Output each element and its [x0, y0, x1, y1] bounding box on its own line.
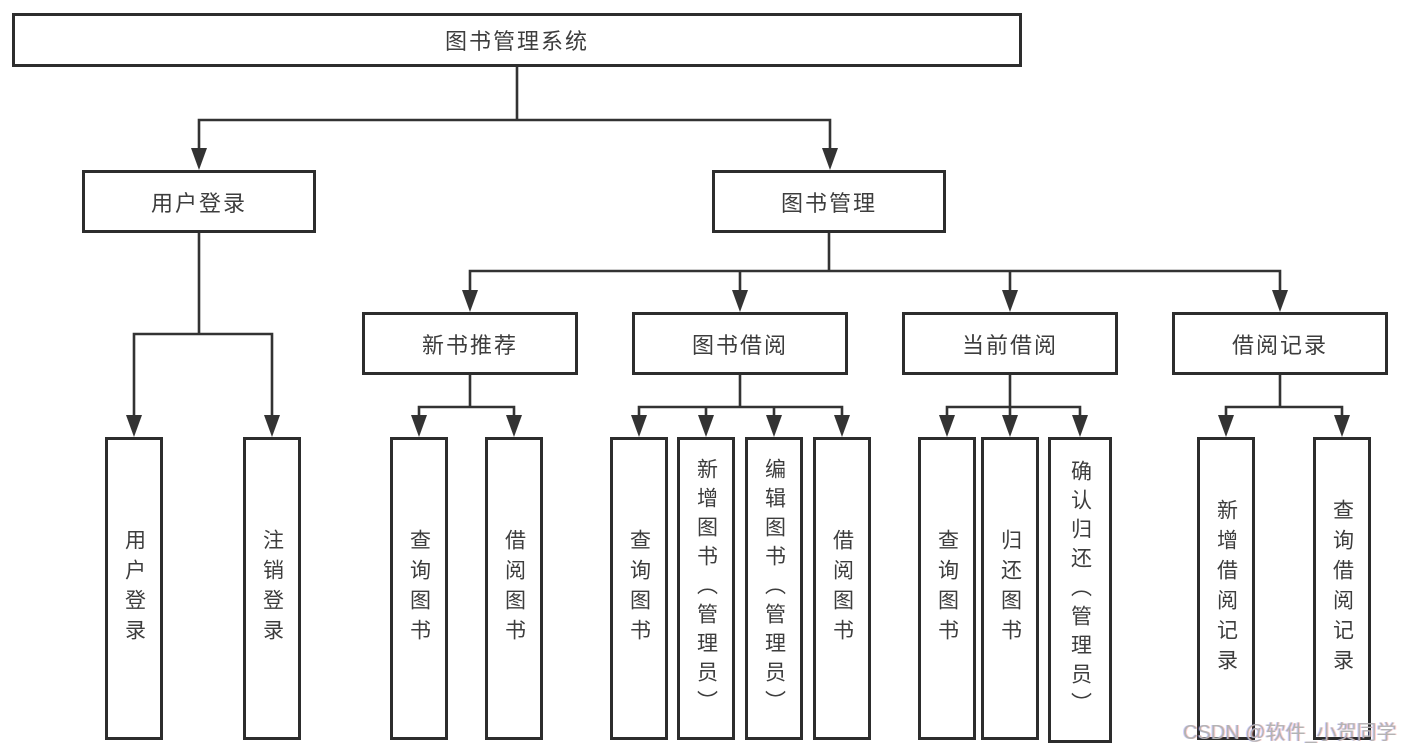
node-user-login: 用户登录	[82, 170, 316, 233]
leaf-query-books-borrow-label: 查询图书	[627, 528, 651, 649]
leaf-user-login: 用户登录	[105, 437, 163, 740]
node-current-borrow: 当前借阅	[902, 312, 1118, 375]
node-current-borrow-label: 当前借阅	[961, 332, 1058, 358]
node-borrow-records: 借阅记录	[1172, 312, 1388, 375]
leaf-borrow-books-recommend-label: 借阅图书	[502, 528, 526, 649]
node-user-login-label: 用户登录	[150, 190, 247, 216]
leaf-add-borrow-record: 新增借阅记录	[1197, 437, 1255, 740]
node-borrow-records-label: 借阅记录	[1231, 332, 1328, 358]
node-book-management-label: 图书管理	[780, 190, 877, 216]
connector-borrow-records-children	[1218, 375, 1350, 437]
node-book-borrow: 图书借阅	[632, 312, 848, 375]
connector-root-to-level2	[191, 67, 838, 170]
leaf-query-borrow-record-label: 查询借阅记录	[1330, 498, 1354, 679]
leaf-return-book: 归还图书	[981, 437, 1039, 740]
connector-user-login-children	[126, 233, 280, 437]
leaf-add-borrow-record-label: 新增借阅记录	[1214, 498, 1238, 679]
watermark-text: CSDN @软件_小贺同学	[1183, 722, 1397, 744]
leaf-add-book-admin-label: 新增图书（管理员）	[694, 458, 718, 719]
connector-new-book-recommend-children	[411, 375, 522, 437]
leaf-query-borrow-record: 查询借阅记录	[1313, 437, 1371, 740]
leaf-query-books-current-label: 查询图书	[935, 528, 959, 649]
leaf-confirm-return-admin: 确认归还（管理员）	[1048, 437, 1112, 743]
leaf-borrow-books-recommend: 借阅图书	[485, 437, 543, 740]
leaf-query-books-current: 查询图书	[918, 437, 976, 740]
leaf-logout: 注销登录	[243, 437, 301, 740]
leaf-edit-book-admin: 编辑图书（管理员）	[745, 437, 803, 740]
leaf-query-books-borrow: 查询图书	[610, 437, 668, 740]
node-new-book-recommend-label: 新书推荐	[421, 332, 518, 358]
leaf-user-login-label: 用户登录	[122, 528, 146, 649]
node-root: 图书管理系统	[12, 13, 1022, 67]
node-book-borrow-label: 图书借阅	[691, 332, 788, 358]
leaf-edit-book-admin-label: 编辑图书（管理员）	[762, 458, 786, 719]
connector-current-borrow-children	[939, 375, 1088, 437]
leaf-query-books-recommend: 查询图书	[390, 437, 448, 740]
leaf-logout-label: 注销登录	[260, 528, 284, 649]
connector-book-borrow-children	[631, 375, 850, 437]
leaf-query-books-recommend-label: 查询图书	[407, 528, 431, 649]
leaf-confirm-return-admin-label: 确认归还（管理员）	[1068, 459, 1092, 721]
leaf-borrow-books-borrow: 借阅图书	[813, 437, 871, 740]
leaf-borrow-books-borrow-label: 借阅图书	[830, 528, 854, 649]
leaf-return-book-label: 归还图书	[998, 528, 1022, 649]
connector-book-management-children	[462, 233, 1288, 312]
node-new-book-recommend: 新书推荐	[362, 312, 578, 375]
leaf-add-book-admin: 新增图书（管理员）	[677, 437, 735, 740]
node-book-management: 图书管理	[712, 170, 946, 233]
node-root-label: 图书管理系统	[444, 29, 589, 54]
